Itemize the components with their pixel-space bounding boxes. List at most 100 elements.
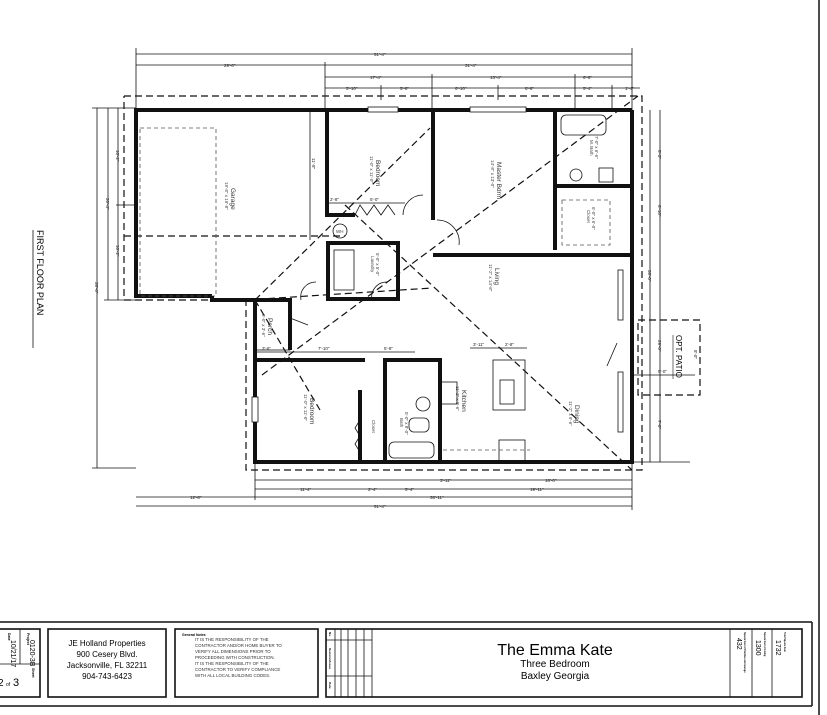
dims-right-total-text: 38'-0" — [647, 270, 652, 282]
rooms-wh-text: WH — [336, 229, 344, 234]
laundry: Laundry 5'-0" x 5'-0" — [300, 241, 400, 301]
master-bedroom: Master Bdrm 14'-8" x 13'-0" M. Bath 7'-0… — [433, 106, 632, 257]
dims-top-a-text: 17'-4" — [370, 75, 382, 80]
dims-mid-3-text: 5'-0" — [370, 197, 379, 202]
master-size-text: 14'-8" x 13'-0" — [490, 160, 495, 188]
title-block-plan-name-text: The Emma Kate — [497, 642, 613, 659]
title-block-sheet-label-text: Sheet — [31, 668, 35, 678]
bedroom-3: Bedroom 11'-0" x 11'-0" Closet — [251, 110, 634, 464]
sink — [415, 396, 431, 412]
revision-table: No. Revision/Issue Date — [325, 628, 803, 698]
title-block-sf-living-text: 1300 — [754, 640, 761, 656]
title-block-phone-text: 904-743-6423 — [82, 672, 132, 681]
garage-name-text: Garage — [229, 188, 236, 210]
square-footage: Square Feet of Porches and Garage 432 Sq… — [729, 629, 786, 697]
dims-right-2-text: 6'-10" — [657, 205, 662, 217]
notes-0-text: IT IS THE RESPONSIBILITY OF THE — [195, 637, 269, 642]
dims-top-2-text: 5'-8" — [400, 86, 409, 91]
title-block-plan-type-text: Three Bedroom — [520, 659, 589, 670]
dims-bot-5-text: 38'-11" — [430, 495, 444, 500]
kitchen-name-text: Kitchen — [460, 390, 467, 412]
garage-size-text: 19'-8" x 19'-8" — [224, 182, 229, 210]
title-block-sf-total-label-text: Total Square Feet — [783, 632, 786, 652]
dims-top-5-text: 5'-4" — [583, 86, 592, 91]
bath: Bath 5'-0" x 8'-0" — [383, 358, 442, 464]
dims-kit-2-text: 2'-8" — [505, 342, 514, 347]
kitchen-island — [492, 359, 526, 411]
dims-bot-7-text: 16'-0" — [545, 478, 557, 483]
dims-right-5-text: 7'-0" — [657, 420, 662, 429]
patio-door — [606, 342, 618, 367]
title-block-sf-total-text: 1732 — [774, 640, 781, 656]
notes-1-text: CONTRACTOR AND/OR HOME BUYER TO — [195, 643, 282, 648]
title-block-sf-living-label-text: Square Feet of Living — [763, 632, 766, 657]
porch: Porch 6'-0" x 3'-6" — [210, 296, 309, 351]
door-swing — [402, 194, 424, 216]
window — [617, 371, 624, 433]
toilet — [408, 417, 430, 433]
window — [469, 106, 527, 113]
bedroom1-size-text: 11'-0" x 11'-0" — [369, 156, 374, 183]
mid-dimensions: 3'-6" 7'-10" 5'-8" 2'-8" 5'-0" 3'-11" 2'… — [255, 197, 527, 353]
title-block-location-text: Baxley Georgia — [521, 671, 590, 682]
title-block-project-label-text: Project — [26, 633, 30, 646]
dims-kit-1-text: 3'-11" — [473, 342, 485, 347]
dims-top-total-text: 51'-4" — [374, 52, 386, 57]
title-block-date-text: 10/21/17 — [9, 640, 16, 667]
laundry-size-text: 5'-0" x 5'-0" — [375, 253, 380, 276]
title-block-sheet-text: 2 — [0, 678, 4, 689]
porch-name-text: Porch — [266, 318, 273, 335]
dims-mid-5-text: 7'-10" — [318, 346, 330, 351]
dims-bot-2-text: 11'-4" — [300, 487, 312, 492]
master-name-text: Master Bdrm — [495, 162, 502, 199]
title-block-date-label-text: Date — [7, 633, 11, 641]
dims-bot-4-text: 5'-4" — [405, 487, 414, 492]
general-notes-box: General Notes IT IS THE RESPONSIBILITY O… — [174, 628, 319, 698]
title-block-project-text: 0120-3B — [28, 640, 35, 667]
optional-patio — [637, 319, 701, 396]
title-block-sheet-total-text: 3 — [13, 677, 19, 689]
dims-right-1-text: 8'-3" — [657, 150, 662, 159]
company-box: JE Holland Properties 900 Cesery Blvd. J… — [47, 628, 167, 698]
dims-bot-3-text: 2'-4" — [368, 487, 377, 492]
bedroom3-size-text: 11'-0" x 11'-0" — [303, 394, 308, 421]
closet1-name-text: Closet — [586, 210, 591, 224]
bathtub — [388, 441, 435, 459]
plan-title: The Emma Kate Three Bedroom Baxley Georg… — [497, 642, 613, 682]
notes-3-text: PROCEEDING WITH CONSTRUCTION. — [195, 655, 275, 660]
living-name-text: Living — [493, 268, 500, 285]
porch-size-text: 6'-0" x 3'-6" — [261, 314, 266, 337]
dims-right-living-text: 29'-0" — [657, 340, 662, 352]
living-size-text: 11'-2" x 14'-8" — [488, 264, 493, 292]
title-block-address2-text: Jacksonville, FL 32211 — [67, 661, 148, 670]
closet1-size-text: 6'-0" x 6'-0" — [591, 207, 596, 230]
window — [367, 106, 399, 113]
dryer — [333, 249, 355, 291]
toilet — [598, 167, 614, 183]
title-block-rev-desc-text: Revision/Issue — [328, 648, 332, 669]
dims-top-right-text: 31'-4" — [465, 63, 477, 68]
bath-size-text: 5'-0" x 8'-0" — [404, 412, 409, 435]
title-block-address1-text: 900 Cesery Blvd. — [77, 650, 138, 659]
notes-2-text: VERIFY ALL DIMENSIONS PRIOR TO — [195, 649, 271, 654]
notes-5-text: CONTRACTOR TO VERIFY COMPLIANCE — [195, 667, 280, 672]
title-block-rev-no-text: No. — [328, 632, 332, 637]
dims-top-3-text: 6'-10" — [455, 86, 467, 91]
dims-top-1-text: 5'-10" — [346, 86, 358, 91]
window — [617, 269, 624, 321]
dims-top-6-text: 1'-4" — [625, 86, 634, 91]
notes-4-text: IT IS THE RESPONSIBILITY OF THE — [195, 661, 269, 666]
mbath-name-text: M. Bath — [589, 140, 594, 156]
sink — [569, 168, 583, 182]
dining-name-text: Dining — [573, 405, 580, 424]
dining-size-text: 11'-2" x 9'-6" — [568, 401, 573, 426]
refrigerator — [498, 439, 526, 463]
dims-bot-8-text: 3'-11" — [440, 478, 452, 483]
left-dimensions: 38'-0" 20'-4" 10'-2" 10'-2" — [92, 107, 136, 469]
roof-outline — [123, 95, 643, 471]
top-dimensions: 51'-4" 29'-0" 31'-4" 17'-4" 13'-4" 6'-8"… — [135, 48, 640, 110]
mbath-size-text: 7'-0" x 6'-6" — [594, 136, 599, 159]
dims-mid-2-text: 2'-8" — [330, 197, 339, 202]
dims-left-g1-text: 10'-2" — [115, 150, 120, 162]
